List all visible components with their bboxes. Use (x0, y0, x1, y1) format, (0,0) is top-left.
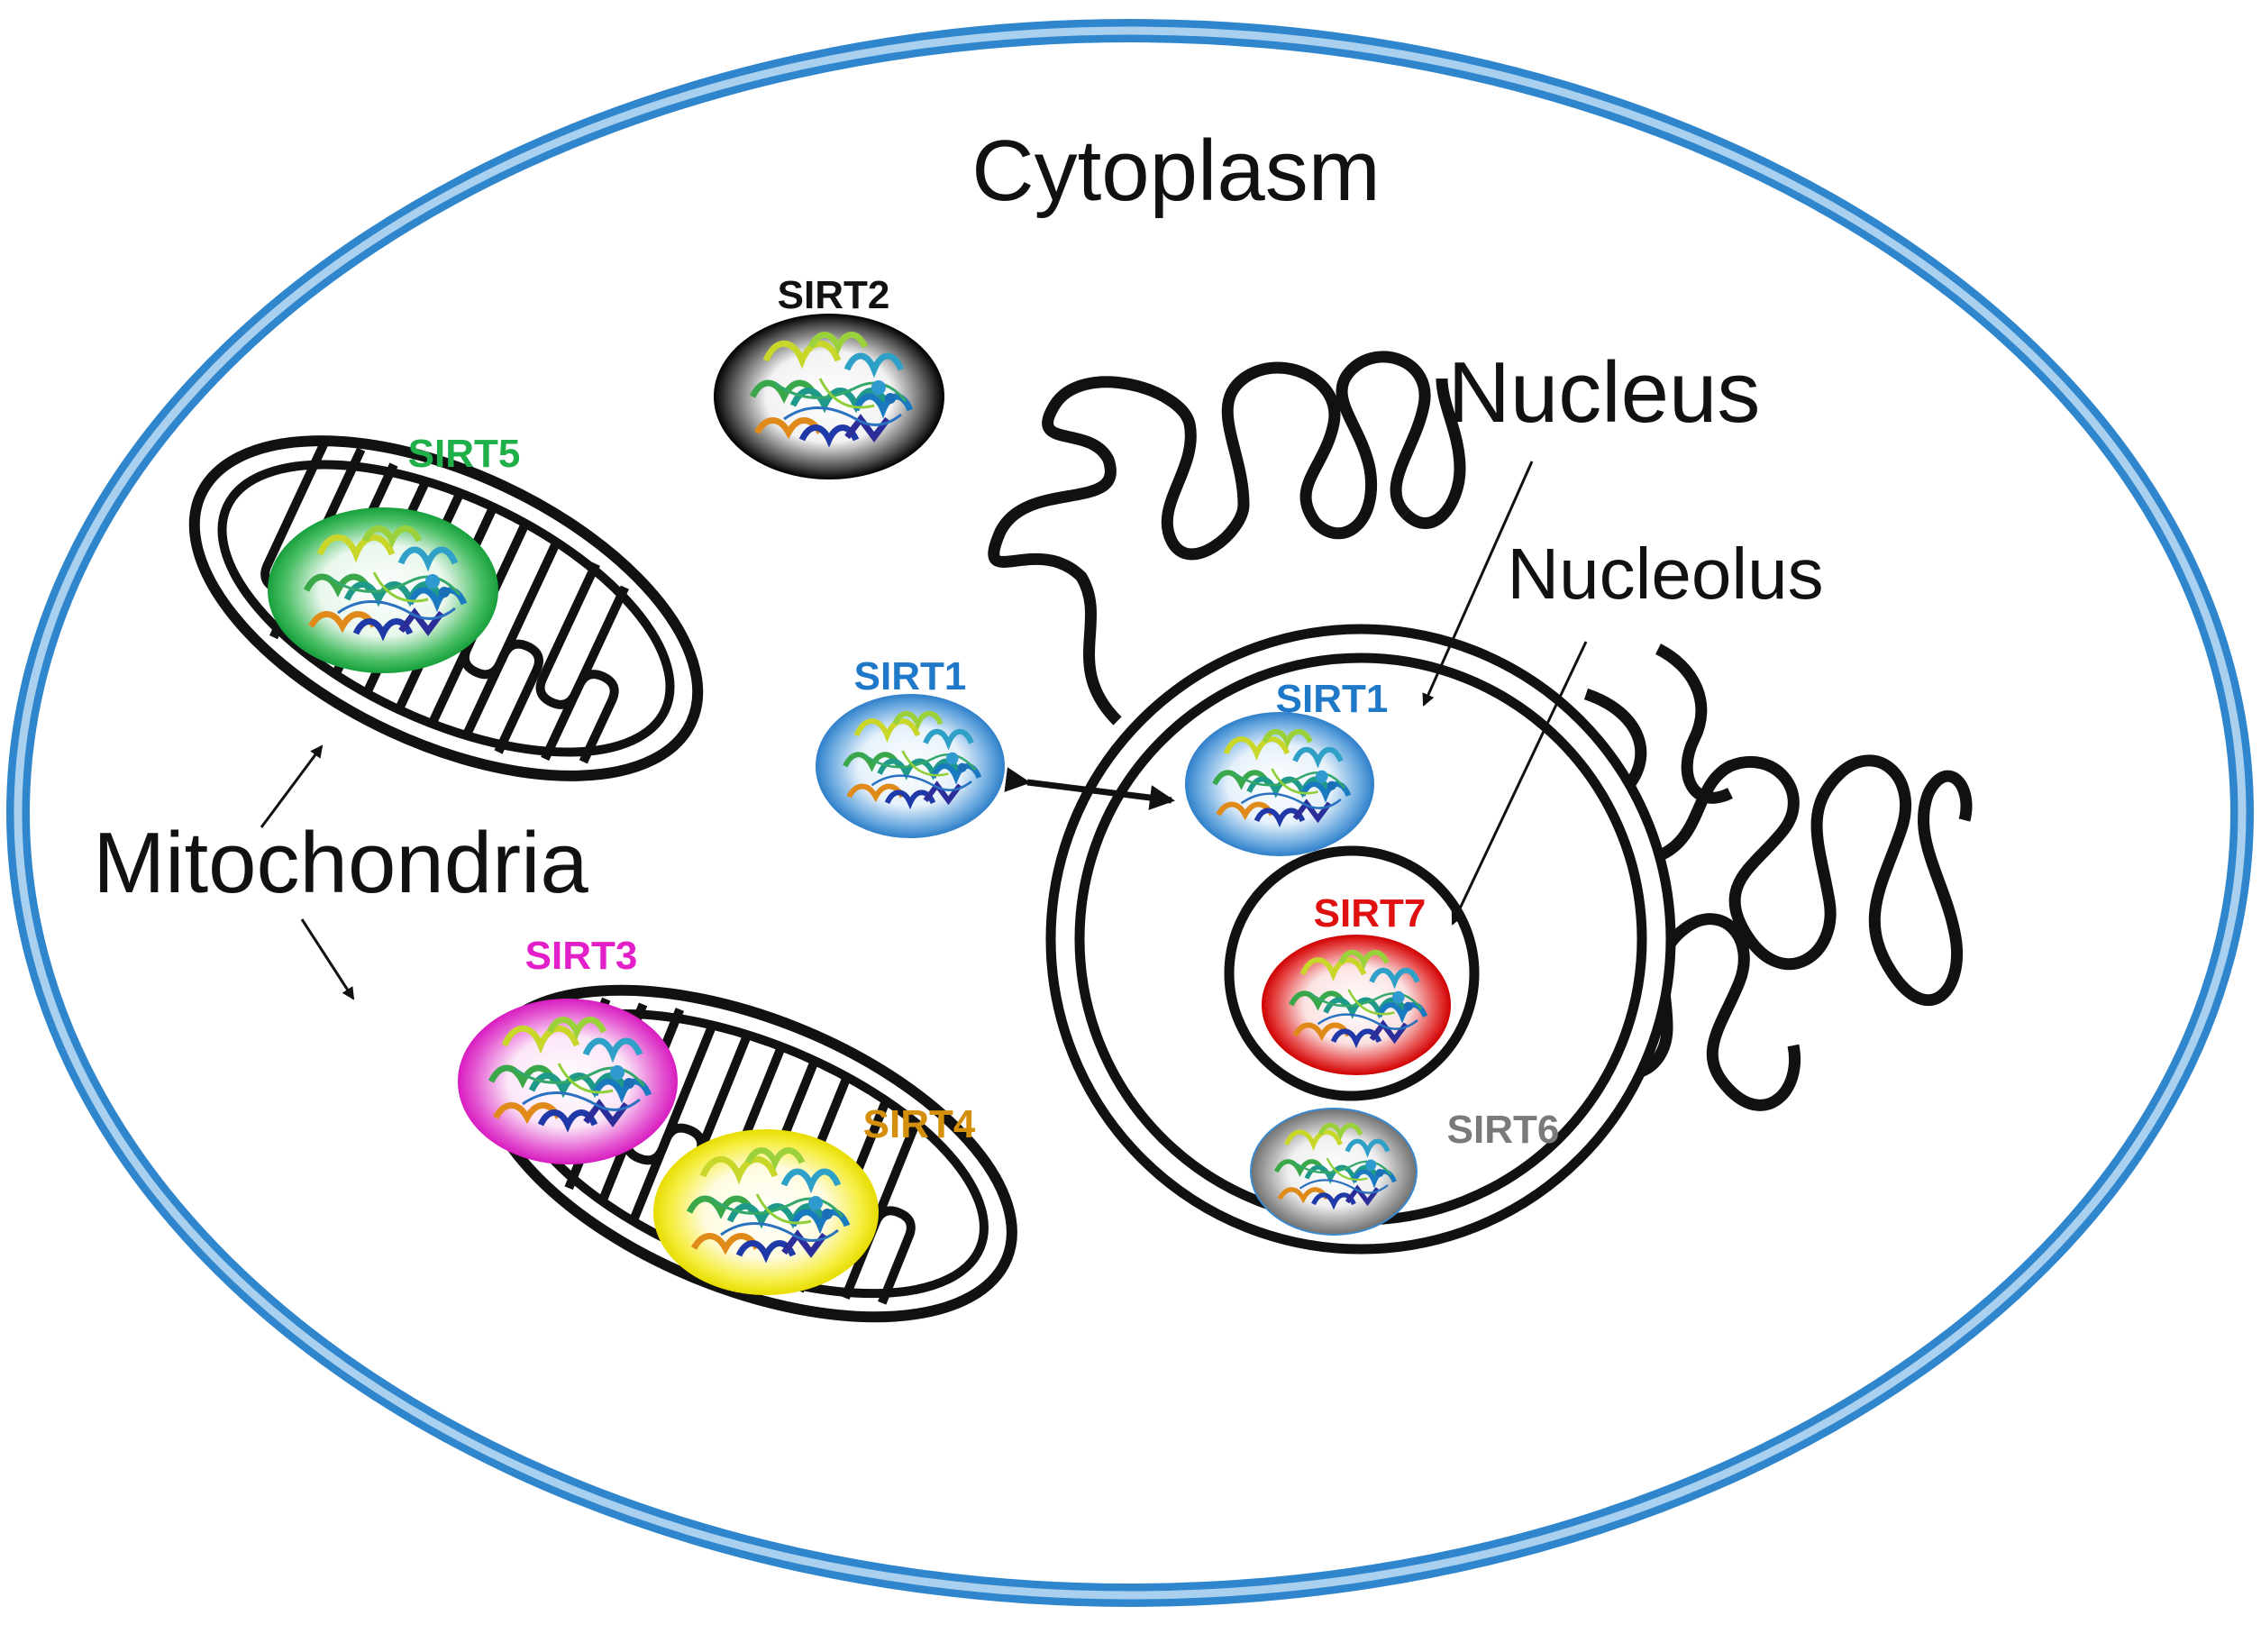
endoplasmic-reticulum-right-3 (1655, 643, 1733, 804)
mitochondria-arrow-down-icon (300, 918, 355, 1000)
mitochondria-arrow-up-icon (260, 744, 324, 828)
nucleus-arrow-icon (1422, 461, 1534, 707)
cell-membrane-inner (14, 26, 2247, 1600)
sirt5-protein (268, 507, 498, 673)
sirt2-protein (714, 314, 944, 479)
sirt1-cytoplasm-label: SIRT1 (854, 654, 967, 698)
sirt4-protein (653, 1129, 879, 1295)
double-arrow-icon (1004, 767, 1175, 810)
sirt5-label: SIRT5 (408, 432, 521, 476)
endoplasmic-reticulum-top (988, 351, 1431, 726)
sirt2-label: SIRT2 (778, 273, 890, 317)
sirt6-label: SIRT6 (1447, 1108, 1560, 1152)
nucleolus-arrow-icon (1451, 641, 1588, 926)
nucleolus-label: Nucleolus (1507, 534, 1823, 614)
sirt1-nucleus-label: SIRT1 (1276, 677, 1389, 721)
cytoplasm-label: Cytoplasm (971, 123, 1380, 219)
nucleus-label: Nucleus (1448, 344, 1761, 441)
sirt6-protein (1250, 1108, 1418, 1236)
sirt7-label: SIRT7 (1314, 891, 1427, 936)
sirt3-protein (458, 999, 678, 1164)
sirt1-cytoplasm-protein (816, 694, 1005, 838)
sirt3-label: SIRT3 (525, 934, 638, 978)
sirt1-nucleus-protein (1185, 712, 1374, 856)
endoplasmic-reticulum-top-inner (1401, 378, 1466, 529)
sirt4-label: SIRT4 (863, 1102, 976, 1146)
mitochondria-label: Mitochondria (93, 815, 588, 911)
sirt7-protein (1262, 935, 1451, 1075)
